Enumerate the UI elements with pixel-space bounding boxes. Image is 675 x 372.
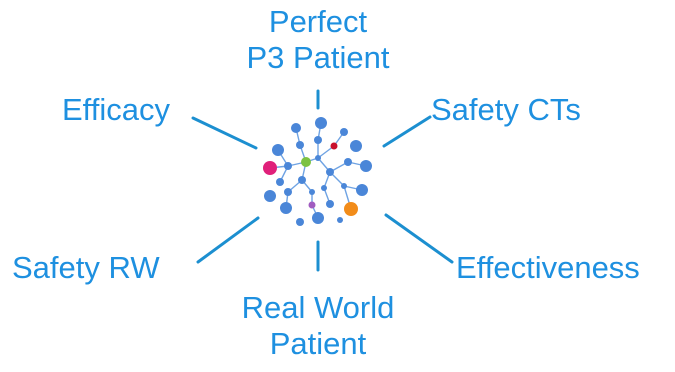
label-bottom-line1: Real World	[241, 290, 395, 325]
label-safety-rw: Safety RW	[12, 250, 160, 285]
label-top-line2: P3 Patient	[246, 40, 390, 75]
label-safety-cts: Safety CTs	[431, 92, 581, 127]
label-real-world-patient: Real World Patient	[218, 290, 418, 362]
connector-top-left	[191, 116, 258, 150]
label-top-line1: Perfect	[268, 4, 368, 39]
label-efficacy: Efficacy	[62, 92, 170, 127]
label-effectiveness: Effectiveness	[456, 250, 640, 285]
connector-top-right	[382, 115, 432, 148]
connector-bottom-right	[384, 213, 454, 264]
network-nodes-icon	[263, 117, 372, 226]
label-perfect-p3-patient: Perfect P3 Patient	[218, 4, 418, 76]
label-bottom-line2: Patient	[269, 326, 367, 361]
connector-bottom-left	[196, 216, 260, 264]
